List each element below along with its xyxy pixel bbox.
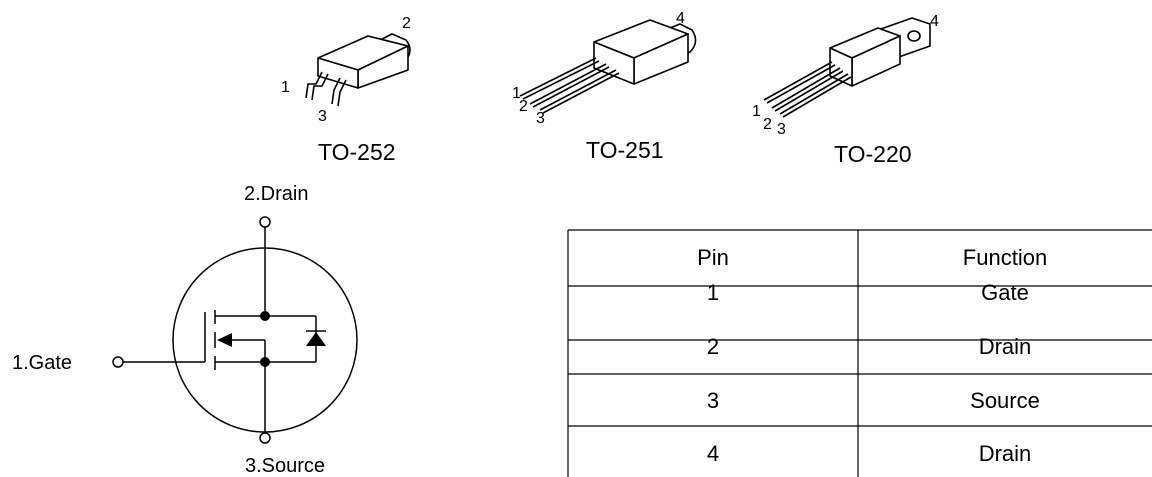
- to251-name: TO-251: [586, 137, 664, 163]
- to252-pin-2: 2: [402, 15, 411, 32]
- to220-name: TO-220: [834, 141, 912, 167]
- to251-pin-1: 1: [512, 85, 521, 102]
- table-cell-pin: 4: [707, 441, 719, 466]
- drain-terminal: [259, 216, 271, 228]
- table-row: 2 Drain: [707, 334, 1031, 359]
- table-cell-pin: 3: [707, 388, 719, 413]
- body-arrow: [217, 333, 232, 347]
- package-to251: 1 2 3 4 TO-251: [512, 10, 697, 163]
- to220-pin-3: 3: [777, 121, 786, 138]
- to252-name: TO-252: [318, 139, 396, 165]
- pin-function-table: Pin Function 1 Gate 2 Drain 3 Source 4 D…: [567, 229, 1152, 477]
- gate-terminal: [112, 356, 124, 368]
- table-header-function: Function: [963, 245, 1047, 270]
- gate-label: 1.Gate: [12, 352, 72, 374]
- table-cell-function: Gate: [981, 280, 1029, 305]
- table-row: 1 Gate: [707, 280, 1029, 305]
- table-header-row: Pin Function: [697, 245, 1047, 270]
- to251-pin-2: 2: [519, 98, 528, 115]
- mosfet-symbol-drawing: [112, 216, 358, 444]
- table-cell-function: Source: [970, 388, 1040, 413]
- source-label: 3.Source: [245, 455, 325, 477]
- to252-body-drawing: [305, 33, 411, 107]
- table-grid: [567, 229, 1152, 477]
- body-diode: [306, 332, 326, 346]
- table-cell-pin: 2: [707, 334, 719, 359]
- to220-body-drawing: [763, 17, 931, 118]
- source-terminal: [259, 432, 271, 444]
- table-cell-pin: 1: [707, 280, 719, 305]
- table-cell-function: Drain: [979, 441, 1032, 466]
- mosfet-schematic: 2.Drain 1.Gate 3.Source: [12, 183, 358, 477]
- to220-pin-4: 4: [930, 13, 939, 30]
- table-cell-function: Drain: [979, 334, 1032, 359]
- table-row: 4 Drain: [707, 441, 1031, 466]
- to252-pin-3: 3: [318, 108, 327, 125]
- package-to252: 1 2 3 TO-252: [281, 15, 411, 165]
- drain-junction-dot: [260, 311, 270, 321]
- table-row: 3 Source: [707, 388, 1040, 413]
- to252-pin-1: 1: [281, 79, 290, 96]
- package-to220: 1 2 3 4 TO-220: [752, 13, 939, 167]
- source-junction-dot: [260, 357, 270, 367]
- to251-body-drawing: [519, 19, 697, 114]
- table-header-pin: Pin: [697, 245, 729, 270]
- to220-pin-2: 2: [763, 116, 772, 133]
- to251-pin-4: 4: [676, 10, 685, 27]
- to220-pin-1: 1: [752, 103, 761, 120]
- to251-pin-3: 3: [536, 110, 545, 127]
- drain-label: 2.Drain: [244, 183, 308, 205]
